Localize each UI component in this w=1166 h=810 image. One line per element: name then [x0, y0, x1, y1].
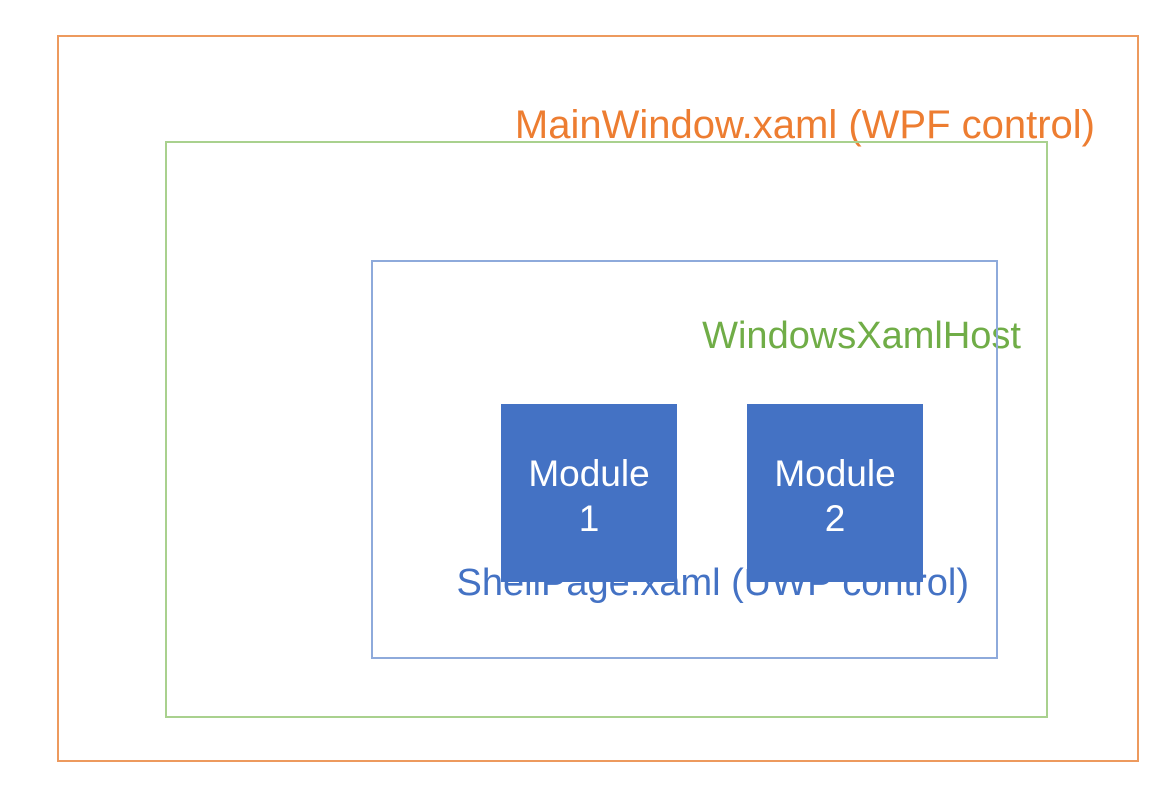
container-wpf-label: MainWindow.xaml (WPF control)	[514, 103, 1095, 147]
container-windows-xaml-host-label: WindowsXamlHost	[702, 315, 1021, 357]
container-wpf-mainwindow: MainWindow.xaml (WPF control)	[57, 35, 1139, 762]
module-block-2-name: Module	[774, 452, 896, 494]
module-block-2: Module 2	[747, 404, 923, 582]
module-block-1-name: Module	[528, 452, 650, 494]
module-block-2-number: 2	[824, 498, 846, 539]
module-block-1-number: 1	[578, 498, 600, 539]
module-block-1: Module 1	[501, 404, 677, 582]
container-windows-xaml-host: WindowsXamlHost	[165, 141, 1048, 718]
